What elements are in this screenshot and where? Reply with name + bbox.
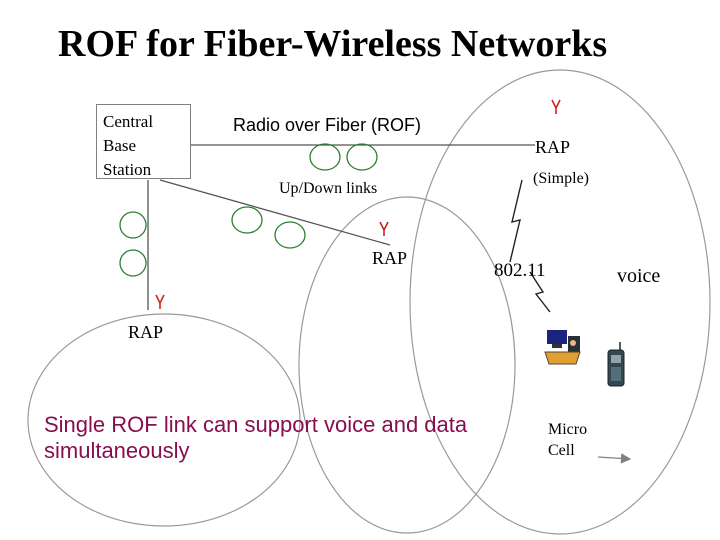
fiber-link-diagonal (159, 179, 391, 246)
antenna-icon (155, 99, 561, 309)
central-base-station-label: Central Base Station (103, 112, 154, 179)
updown-links-label: Up/Down links (279, 180, 378, 197)
micro-cell-arrow (597, 453, 632, 464)
rap-left-label: RAP (128, 322, 164, 342)
rap-middle-label: RAP (372, 248, 408, 268)
coverage-cell-middle (298, 196, 516, 534)
caption-text: Single ROF link can support voice and da… (44, 412, 468, 463)
coverage-cell-outer (409, 69, 711, 535)
rap-top-label: RAP (535, 137, 571, 157)
cell-phone-icon (607, 342, 625, 387)
voice-label: voice (617, 265, 661, 287)
computer-user-icon (544, 330, 581, 365)
lightning-link-icon (509, 179, 551, 313)
coverage-cell-left (27, 313, 301, 527)
wifi-standard-label: 802.11 (494, 260, 546, 281)
rap-simple-note: (Simple) (533, 170, 589, 187)
rof-link-label: Radio over Fiber (ROF) (233, 115, 422, 135)
micro-cell-label: Micro Cell (548, 421, 588, 459)
central-base-station-box (96, 104, 191, 179)
page-title: ROF for Fiber-Wireless Networks (58, 23, 608, 65)
fiber-coil-icon (119, 143, 378, 277)
